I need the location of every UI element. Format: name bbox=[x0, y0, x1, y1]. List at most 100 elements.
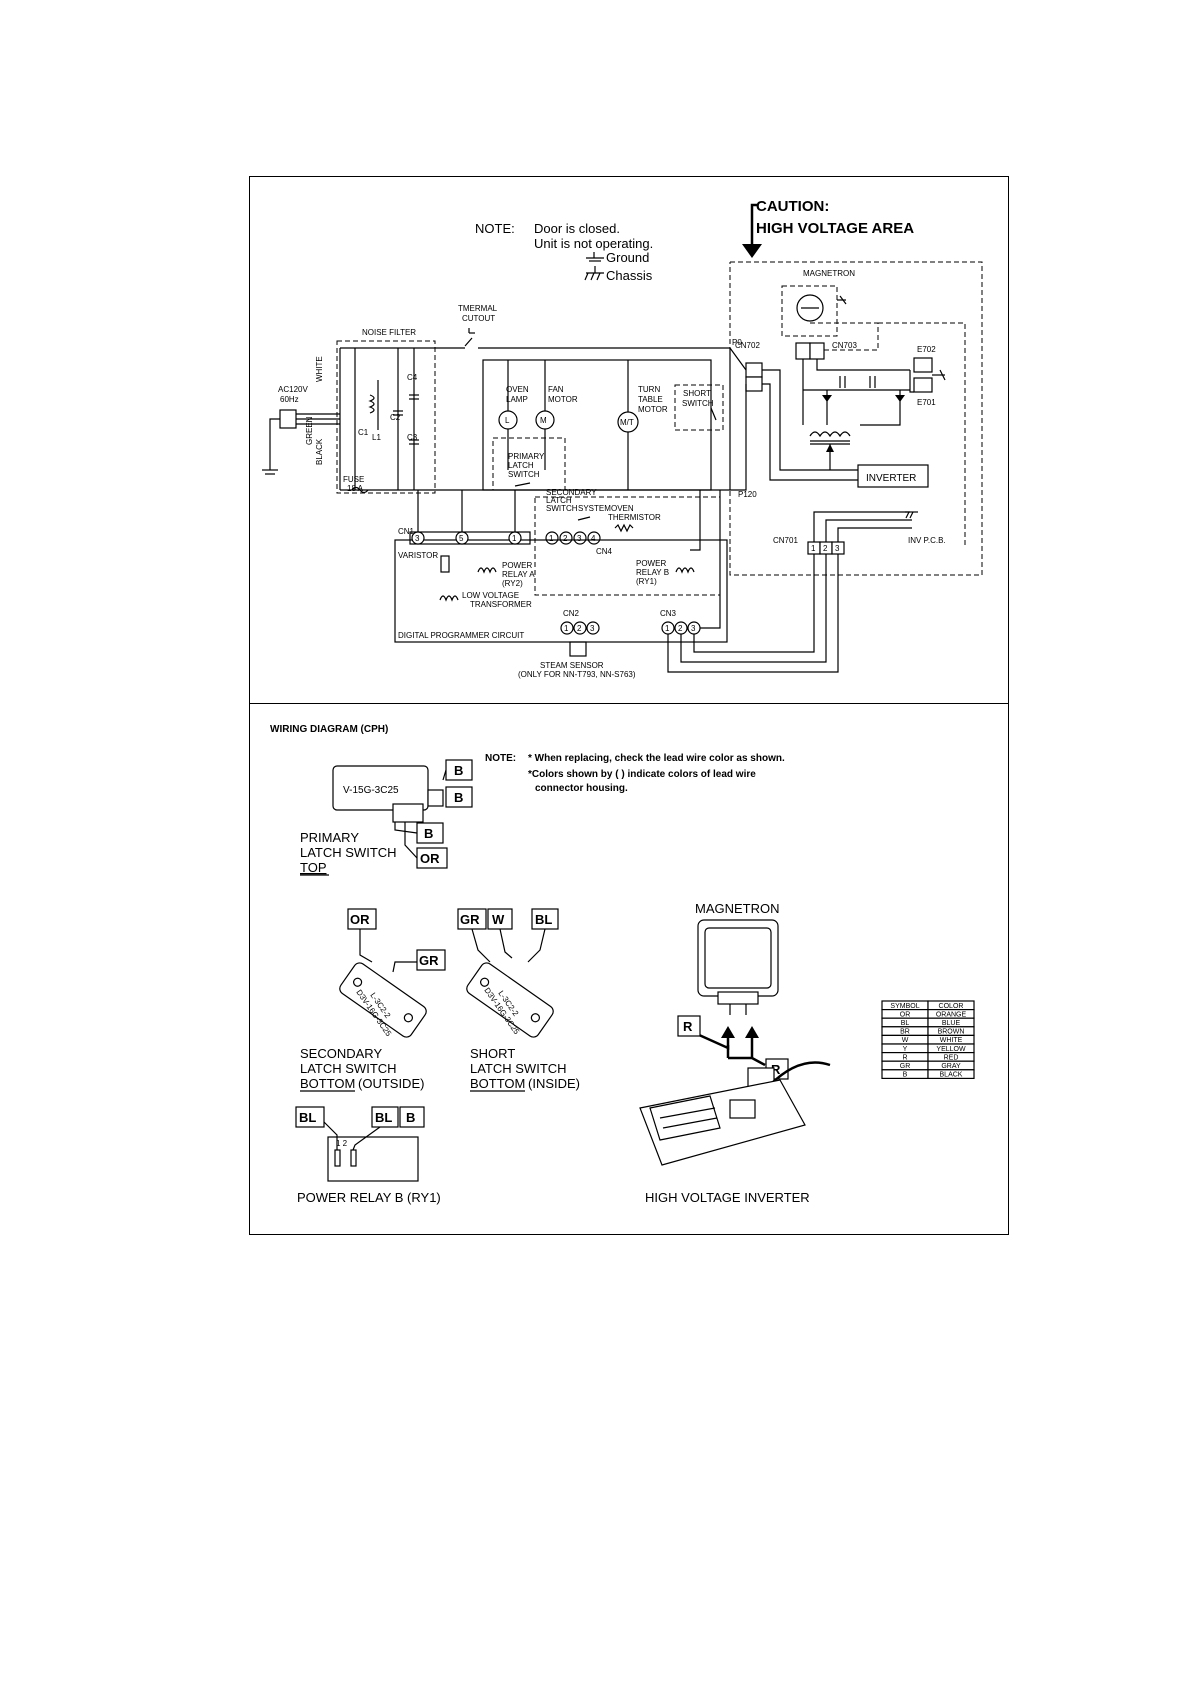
primary-latch-label-1: PRIMARY bbox=[508, 452, 545, 461]
fuse-label-1: FUSE bbox=[343, 475, 364, 484]
caution-line2: HIGH VOLTAGE AREA bbox=[756, 220, 914, 237]
tag-short-bl-text: BL bbox=[535, 912, 552, 927]
cn703-label: CN703 bbox=[832, 341, 857, 350]
hv-lead-wire bbox=[769, 1061, 831, 1086]
primary-latch-title-3: TOP bbox=[300, 860, 327, 875]
color-table-color: GRAY bbox=[941, 1063, 961, 1070]
tag-relay-bl2 bbox=[371, 1106, 399, 1128]
ac-label-2: 60Hz bbox=[280, 395, 299, 404]
color-table-color: WHITE bbox=[940, 1037, 963, 1044]
cn703-pin2 bbox=[809, 342, 825, 360]
color-table-color: RED bbox=[944, 1054, 959, 1061]
primary-latch-label-2: LATCH bbox=[508, 461, 534, 470]
caution-line1: CAUTION: bbox=[756, 198, 829, 215]
short-latch-title-2: LATCH SWITCH bbox=[470, 1061, 567, 1076]
short-latch-title-3b: (INSIDE) bbox=[528, 1076, 580, 1091]
tag-magnetron-r1 bbox=[677, 1015, 701, 1037]
varistor-icon bbox=[440, 555, 450, 573]
cn2-connector: 1 2 3 bbox=[560, 621, 600, 635]
noise-filter-boundary bbox=[336, 340, 436, 494]
digital-programmer-circuit bbox=[394, 539, 728, 643]
wiring-title: WIRING DIAGRAM (CPH) bbox=[270, 724, 388, 735]
tag-primary-b1-text: B bbox=[454, 763, 463, 778]
fan-motor-symbol: M bbox=[540, 416, 547, 425]
cn4-pin3: 3 bbox=[577, 534, 582, 543]
cn1-pin5: 5 bbox=[459, 534, 464, 543]
tag-relay-b bbox=[399, 1106, 425, 1128]
magnetron-label: MAGNETRON bbox=[803, 269, 855, 278]
secondary-latch-label-1: SECONDARY bbox=[546, 488, 597, 497]
wiring-note-label: NOTE: bbox=[485, 753, 516, 764]
tag-relay-b-text: B bbox=[406, 1110, 415, 1125]
note-line2: Unit is not operating. bbox=[534, 236, 653, 251]
color-table-symbol: Y bbox=[903, 1046, 908, 1053]
primary-latch-title-1: PRIMARY bbox=[300, 830, 359, 845]
thermal-cutout-label-2: CUTOUT bbox=[462, 314, 495, 323]
cn2-pin3: 3 bbox=[590, 624, 595, 633]
diagram-frame bbox=[249, 176, 1009, 1235]
tag-secondary-or bbox=[347, 908, 377, 930]
caution-arrow-icon bbox=[742, 203, 762, 258]
inverter-pcb-boundary bbox=[878, 322, 966, 545]
cn2-label: CN2 bbox=[563, 609, 580, 618]
oven-lamp-label-2: LAMP bbox=[506, 395, 528, 404]
oven-thermistor-icon bbox=[614, 523, 634, 533]
relay-a-label-1: POWER bbox=[502, 561, 532, 570]
color-table-color: BLUE bbox=[942, 1020, 961, 1027]
cn3-pin2: 2 bbox=[678, 624, 683, 633]
cn4-pin1: 1 bbox=[549, 534, 554, 543]
color-table-color: BLACK bbox=[940, 1072, 963, 1079]
primary-latch-label-3: SWITCH bbox=[508, 470, 540, 479]
thermal-cutout-label-1: TMERMAL bbox=[458, 304, 498, 313]
color-table-header-symbol: SYMBOL bbox=[890, 1003, 919, 1010]
cn3-connector: 1 2 3 bbox=[661, 621, 701, 635]
tag-primary-b3-text: B bbox=[424, 826, 433, 841]
secondary-latch-title-1: SECONDARY bbox=[300, 1046, 382, 1061]
black-wire-label: BLACK bbox=[315, 438, 324, 465]
noise-filter-label: NOISE FILTER bbox=[362, 328, 416, 337]
thermal-cutout-switch-icon bbox=[464, 328, 475, 347]
e701-terminal bbox=[913, 377, 933, 393]
color-table-symbol: W bbox=[902, 1037, 909, 1044]
choke-l1-icon bbox=[368, 394, 375, 414]
white-wire-label: WHITE bbox=[315, 356, 324, 382]
color-table-symbol: BR bbox=[900, 1029, 910, 1036]
relay-pin-numbers: 1 2 bbox=[336, 1139, 348, 1148]
fuse-label-2: 18 A bbox=[347, 484, 364, 493]
relay-a-label-2: RELAY A bbox=[502, 570, 535, 579]
cn2-pin1: 1 bbox=[564, 624, 569, 633]
magnetron-tube-icon bbox=[796, 294, 824, 322]
inverter-label: INVERTER bbox=[866, 473, 916, 484]
turntable-label-1: TURN bbox=[638, 385, 660, 394]
secondary-latch-label-3: SWITCH bbox=[546, 504, 578, 513]
color-table-cell bbox=[927, 1069, 975, 1080]
color-table-header-color: COLOR bbox=[939, 1003, 964, 1010]
magnetron-boundary bbox=[810, 322, 879, 351]
ac-label-1: AC120V bbox=[278, 385, 308, 394]
cn701-label: CN701 bbox=[773, 536, 798, 545]
ground-label: Ground bbox=[606, 250, 649, 265]
secondary-latch-title-3a: BOTTOM bbox=[300, 1076, 355, 1091]
magnetron-part bbox=[697, 919, 779, 1015]
inverter-block bbox=[857, 464, 929, 488]
tag-primary-b2-text: B bbox=[454, 790, 463, 805]
tag-magnetron-r1-text: R bbox=[683, 1019, 693, 1034]
tag-short-gr-text: GR bbox=[460, 912, 480, 927]
inverter-board-part bbox=[639, 1079, 806, 1166]
p120-label: P120 bbox=[738, 490, 757, 499]
wiring-note-1: * When replacing, check the lead wire co… bbox=[528, 753, 785, 764]
tag-secondary-gr bbox=[416, 949, 446, 971]
short-switch-label-1: SHORT bbox=[683, 389, 711, 398]
primary-latch-switch-part bbox=[332, 765, 444, 823]
fan-motor-label-2: MOTOR bbox=[548, 395, 578, 404]
relay-b-coil-icon bbox=[675, 567, 695, 574]
lvt-label-1: LOW VOLTAGE bbox=[462, 591, 519, 600]
turntable-label-2: TABLE bbox=[638, 395, 663, 404]
color-table-symbol: GR bbox=[900, 1063, 911, 1070]
relay-b-label-1: POWER bbox=[636, 559, 666, 568]
primary-latch-boundary bbox=[492, 437, 566, 491]
short-latch-title-3a: BOTTOM bbox=[470, 1076, 525, 1091]
primary-latch-title-2: LATCH SWITCH bbox=[300, 845, 397, 860]
c1-label: C1 bbox=[358, 428, 369, 437]
